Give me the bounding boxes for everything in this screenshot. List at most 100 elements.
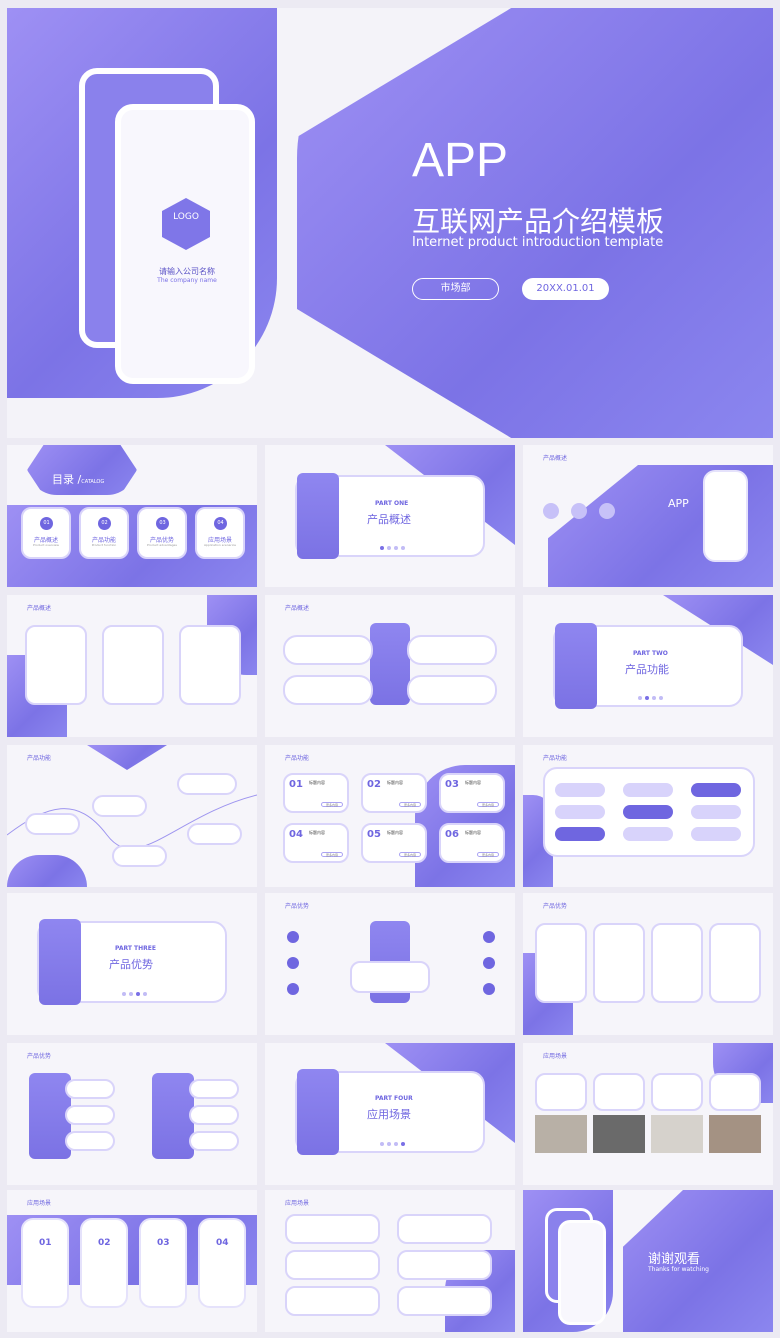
catalog-card[interactable]: 04 应用场景 Application scenarios <box>195 507 245 559</box>
scene-card <box>535 1073 587 1111</box>
numbered-card: 03 标题内容 更多内容 <box>439 773 505 813</box>
section-label: 产品功能 <box>27 755 52 762</box>
app-label: APP <box>668 497 689 510</box>
list-card <box>407 675 497 705</box>
more-button[interactable]: 更多内容 <box>477 852 499 857</box>
section-label: 应用场景 <box>285 1200 310 1207</box>
function-timeline-slide: 产品功能 <box>7 745 257 887</box>
date-button[interactable]: 20XX.01.01 <box>522 278 609 300</box>
page-dots <box>122 981 150 1000</box>
more-button[interactable]: 更多内容 <box>321 852 343 857</box>
cover-slide: LOGO 请输入公司名称 The company name APP 互联网产品介… <box>7 8 773 438</box>
section-label: 产品概述 <box>285 605 310 612</box>
catalog-card[interactable]: 03 产品优势 Product advantages <box>137 507 187 559</box>
page-dots <box>638 685 666 704</box>
part-title: 产品概述 <box>367 513 411 526</box>
scene-phone <box>80 1218 128 1308</box>
advantage-phones-slide: 产品优势 <box>7 1043 257 1185</box>
card-heading: 标题内容 <box>465 830 481 835</box>
company-name-en: The company name <box>157 277 217 284</box>
scene-phone <box>139 1218 187 1308</box>
feature-pill <box>555 827 605 841</box>
part-label: PART ONE <box>375 500 409 507</box>
numbered-card: 02 标题内容 更多内容 <box>361 773 427 813</box>
section-label: 应用场景 <box>543 1053 568 1060</box>
section-label: 产品概述 <box>27 605 52 612</box>
logo-hexagon: LOGO <box>162 198 210 250</box>
card-number: 06 <box>445 829 459 840</box>
feature-pill <box>691 827 741 841</box>
num-badge <box>483 983 495 995</box>
catalog-num: 01 <box>40 517 53 530</box>
icon-circle-3 <box>599 503 615 519</box>
bubble <box>189 1079 239 1099</box>
cover-subtitle-en: Internet product introduction template <box>412 235 664 250</box>
content-card <box>179 625 241 705</box>
section-label: 产品优势 <box>27 1053 52 1060</box>
catalog-en: Product function <box>91 543 117 547</box>
icon-circle-1 <box>543 503 559 519</box>
ending-slide: 谢谢观看 Thanks for watching <box>523 1190 773 1332</box>
advantage-cards-slide: 产品优势 <box>523 893 773 1035</box>
scene-phone <box>198 1218 246 1308</box>
advantage-center-slide: 产品优势 <box>265 893 515 1035</box>
catalog-num: 02 <box>98 517 111 530</box>
catalog-num: 04 <box>214 517 227 530</box>
company-name-cn: 请输入公司名称 <box>159 267 215 276</box>
content-card <box>25 625 87 705</box>
feature-pill <box>555 783 605 797</box>
ending-title: 谢谢观看 <box>648 1252 701 1267</box>
phone-right <box>152 1073 194 1159</box>
more-button[interactable]: 更多内容 <box>321 802 343 807</box>
num-badge <box>483 957 495 969</box>
scene-phones-slide: 应用场景 01 02 03 04 <box>7 1190 257 1332</box>
catalog-en: Application scenarios <box>204 543 236 547</box>
catalog-en: Product overview <box>33 543 59 547</box>
photo <box>535 1115 587 1153</box>
numbered-card: 05 标题内容 更多内容 <box>361 823 427 863</box>
card-heading: 标题内容 <box>387 780 403 785</box>
feature-pill <box>691 783 741 797</box>
advantage-card <box>593 923 645 1003</box>
catalog-en: Product advantages <box>147 543 177 547</box>
scene-phone <box>21 1218 69 1308</box>
catalog-card[interactable]: 02 产品功能 Product function <box>79 507 129 559</box>
section-label: 产品功能 <box>285 755 310 762</box>
overview-cards-slide: 产品概述 <box>7 595 257 737</box>
ending-sub: Thanks for watching <box>648 1266 709 1273</box>
part-phone <box>555 623 597 709</box>
timeline-curve <box>7 794 257 849</box>
center-phone <box>370 623 410 705</box>
catalog-card[interactable]: 01 产品概述 Product overview <box>21 507 71 559</box>
feature-pill <box>623 805 673 819</box>
photo <box>709 1115 761 1153</box>
catalog-title: 目录 /CATALOG <box>52 473 105 486</box>
list-card <box>285 1214 380 1244</box>
advantage-card <box>651 923 703 1003</box>
part-title: 应用场景 <box>367 1108 411 1121</box>
part-label: PART TWO <box>633 650 668 657</box>
bubble <box>65 1079 115 1099</box>
timeline-card <box>92 795 147 817</box>
more-button[interactable]: 更多内容 <box>399 802 421 807</box>
num: 04 <box>216 1238 229 1248</box>
numbered-card: 06 标题内容 更多内容 <box>439 823 505 863</box>
numbered-card: 04 标题内容 更多内容 <box>283 823 349 863</box>
advantage-card <box>535 923 587 1003</box>
page-dots <box>380 535 408 554</box>
catalog-label: 产品概述 <box>33 537 58 544</box>
more-button[interactable]: 更多内容 <box>477 802 499 807</box>
feature-pill <box>691 805 741 819</box>
bubble <box>189 1105 239 1125</box>
more-button[interactable]: 更多内容 <box>399 852 421 857</box>
card-heading: 标题内容 <box>309 830 325 835</box>
dept-button[interactable]: 市场部 <box>412 278 499 300</box>
scene-list-slide: 应用场景 <box>265 1190 515 1332</box>
catalog-shape <box>27 445 137 495</box>
card-number: 03 <box>445 779 459 790</box>
bubble <box>65 1131 115 1151</box>
list-card <box>283 675 373 705</box>
part-phone <box>297 1069 339 1155</box>
